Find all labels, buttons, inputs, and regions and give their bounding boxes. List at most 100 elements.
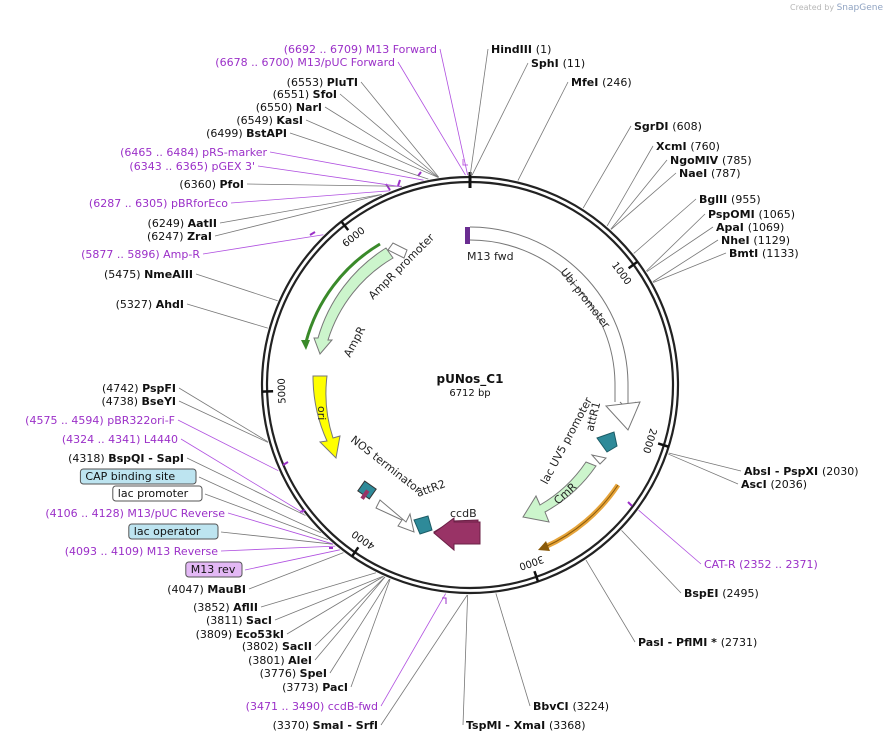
tick-label-2000: 2000: [640, 427, 658, 455]
enzyme-label-nari[interactable]: (6550) NarI: [256, 101, 322, 114]
site-connector: [495, 593, 531, 707]
enzyme-label-sacii[interactable]: (3802) SacII: [242, 640, 312, 653]
feature-label-nos-terminator: NOS terminator: [348, 433, 424, 496]
site-connector: [214, 194, 382, 237]
enzyme-label-bbvci[interactable]: BbvCI (3224): [533, 700, 609, 713]
credit: Created by SnapGene: [790, 3, 883, 13]
enzyme-label-bseyi[interactable]: (4738) BseYI: [101, 395, 176, 408]
site-connector: [178, 387, 269, 443]
enzyme-label-ahdi[interactable]: (5327) AhdI: [116, 298, 184, 311]
site-connector: [633, 198, 697, 254]
site-connector: [646, 213, 706, 272]
enzyme-label-asci[interactable]: AscI (2036): [741, 478, 807, 491]
enzyme-label-sgrdi[interactable]: SgrDI (608): [634, 120, 702, 133]
feature-box-lac-promoter[interactable]: [112, 485, 203, 502]
primer-label-amp-r[interactable]: (5877 .. 5896) Amp-R: [81, 248, 200, 261]
primer-label-pbrforeco[interactable]: (6287 .. 6305) pBRforEco: [89, 197, 228, 210]
enzyme-label-bspqi-sapi[interactable]: (4318) BspQI - SapI: [68, 452, 184, 465]
site-connector: [244, 549, 340, 571]
site-labels: HindIII (1)SphI (11) MfeI (246) SgrDI (608…: [25, 43, 858, 732]
site-connector: [178, 400, 269, 443]
site-connector: [606, 145, 654, 227]
feature-attR2[interactable]: [413, 515, 433, 535]
site-connector: [339, 93, 439, 178]
enzyme-label-ngomiv[interactable]: NgoMIV (785): [670, 154, 752, 167]
primer-label-pgex-3-[interactable]: (6343 .. 6365) pGEX 3': [129, 160, 255, 173]
enzyme-label-spei[interactable]: (3776) SpeI: [260, 667, 327, 680]
enzyme-label-sfoi[interactable]: (6551) SfoI: [273, 88, 337, 101]
enzyme-label-xcmi[interactable]: XcmI (760): [656, 140, 720, 153]
enzyme-label-bmti[interactable]: BmtI (1133): [729, 247, 799, 260]
credit-prefix: Created by: [790, 3, 835, 12]
tick-label-5000: 5000: [277, 378, 289, 404]
site-connector: [230, 190, 391, 204]
site-connector: [314, 576, 386, 647]
primer-label-m13-forward[interactable]: (6692 .. 6709) M13 Forward: [284, 43, 437, 56]
primer-label-ccdb-fwd[interactable]: (3471 .. 3490) ccdB-fwd: [246, 700, 378, 713]
site-connector: [471, 62, 529, 176]
tick-mark-3000: [533, 570, 540, 582]
enzyme-label-pspfi[interactable]: (4742) PspFI: [102, 382, 176, 395]
enzyme-label-hindiii[interactable]: HindIII (1): [491, 43, 551, 56]
enzyme-label-mfei[interactable]: MfeI (246): [571, 76, 632, 89]
enzyme-label-maubi[interactable]: (4047) MauBI: [167, 583, 246, 596]
enzyme-label-alei[interactable]: (3801) AleI: [248, 654, 312, 667]
primer-label-l4440[interactable]: (4324 .. 4341) L4440: [62, 433, 178, 446]
feature-AmpR-arc: [304, 242, 381, 343]
enzyme-label-nmeaiii[interactable]: (5475) NmeAIII: [104, 268, 193, 281]
site-connector: [439, 48, 469, 176]
site-connector: [204, 493, 329, 540]
enzyme-label-eco53ki[interactable]: (3809) Eco53kI: [196, 628, 284, 641]
enzyme-label-absi-pspxi[interactable]: AbsI - PspXI (2030): [744, 465, 859, 478]
feature-nos-terminator[interactable]: [375, 499, 415, 533]
primer-label-m13-puc-forward[interactable]: (6678 .. 6700) M13/pUC Forward: [215, 56, 395, 69]
plasmid-name: pUNos_C1: [437, 372, 504, 387]
site-connector: [177, 419, 279, 472]
primer-label-cat-r[interactable]: CAT-R (2352 .. 2371): [704, 558, 818, 571]
primer-label-m13-puc-reverse[interactable]: (4106 .. 4128) M13/pUC Reverse: [45, 507, 225, 520]
feature-box-cap-binding-site[interactable]: [79, 468, 197, 485]
snapgene-logo: SnapGene: [836, 3, 883, 13]
site-connector: [324, 106, 439, 178]
feature-label-m13-fwd: M13 fwd: [467, 250, 514, 263]
site-connector: [186, 303, 268, 329]
enzyme-label-kasi[interactable]: (6549) KasI: [236, 114, 303, 127]
enzyme-label-paci[interactable]: (3773) PacI: [282, 681, 348, 694]
site-connector: [653, 252, 727, 283]
enzyme-label-zrai[interactable]: (6247) ZraI: [147, 230, 212, 243]
features: [282, 159, 641, 604]
primer-label-pbr322ori-f[interactable]: (4575 .. 4594) pBR322ori-F: [25, 414, 175, 427]
enzyme-label-apai[interactable]: ApaI (1069): [716, 221, 784, 234]
enzyme-label-aatii[interactable]: (6249) AatII: [148, 217, 217, 230]
enzyme-label-aflii[interactable]: (3852) AflII: [193, 601, 258, 614]
primer-label-prs-marker[interactable]: (6465 .. 6484) pRS-marker: [120, 146, 267, 159]
enzyme-label-naei[interactable]: NaeI (787): [679, 167, 741, 180]
enzyme-label-bglii[interactable]: BglII (955): [699, 193, 761, 206]
enzyme-label-tspmi-xmai[interactable]: TspMI - XmaI (3368): [466, 719, 586, 732]
feature-box-lac-operator[interactable]: [128, 523, 219, 540]
feature-CmR[interactable]: [522, 461, 597, 523]
plasmid-length: 6712 bp: [449, 388, 490, 399]
enzyme-label-bspei[interactable]: BspEI (2495): [684, 587, 759, 600]
primer-label-m13-reverse[interactable]: (4093 .. 4109) M13 Reverse: [65, 545, 218, 558]
enzyme-label-pasi-pflmi-[interactable]: PasI - PflMI * (2731): [638, 636, 757, 649]
site-connector: [305, 119, 439, 178]
feature-AmpR-promoter[interactable]: [387, 242, 408, 259]
enzyme-label-sphi[interactable]: SphI (11): [531, 57, 585, 70]
feature-box-m13-rev[interactable]: [185, 561, 243, 578]
feature-attR1[interactable]: [596, 431, 618, 453]
enzyme-label-smai-srfi[interactable]: (3370) SmaI - SrfI: [273, 719, 378, 732]
feature-ori[interactable]: [312, 375, 341, 460]
enzyme-label-pluti[interactable]: (6553) PluTI: [287, 76, 358, 89]
enzyme-label-nhei[interactable]: NheI (1129): [721, 234, 790, 247]
feature-AmpR[interactable]: [313, 247, 394, 355]
enzyme-label-bstapi[interactable]: (6499) BstAPI: [206, 127, 287, 140]
feature-m13-fwd[interactable]: [465, 227, 470, 244]
feature-lac-uv5-promoter[interactable]: [590, 454, 608, 465]
enzyme-label-pfoi[interactable]: (6360) PfoI: [179, 178, 244, 191]
feature-label-AmpR: AmpR: [341, 324, 368, 359]
enzyme-label-pspomi[interactable]: PspOMI (1065): [708, 208, 795, 221]
site-connector: [646, 226, 714, 272]
site-connector: [219, 194, 382, 224]
enzyme-label-saci[interactable]: (3811) SacI: [206, 614, 272, 627]
